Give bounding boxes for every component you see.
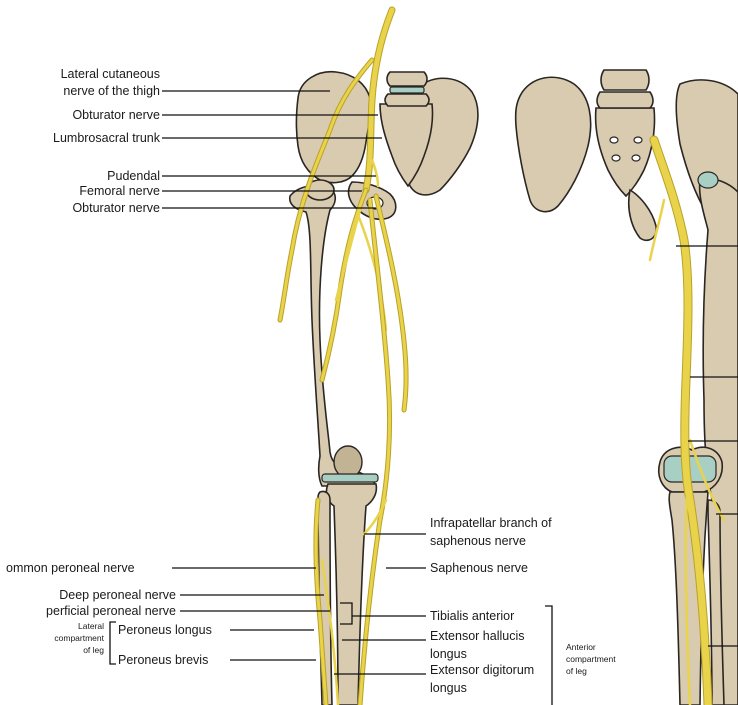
label-anterior-compartment-1: Anterior xyxy=(566,642,596,652)
knee-cartilage xyxy=(322,474,378,482)
label-lateral-compartment-1: Lateral xyxy=(78,621,104,631)
label-anterior-compartment-2: compartment xyxy=(566,654,616,664)
label-lateral-cutaneous-2: nerve of the thigh xyxy=(63,84,160,98)
disc xyxy=(390,87,424,93)
sacral-foramen-4 xyxy=(632,155,640,161)
lumbar-vertebra-1 xyxy=(387,72,427,86)
sacral-foramen-1 xyxy=(610,137,618,143)
label-infrapatellar-1: Infrapatellar branch of xyxy=(430,516,552,530)
label-superficial-peroneal: perficial peroneal nerve xyxy=(46,604,176,618)
posterior-vertebra-1 xyxy=(601,70,649,90)
label-peroneus-brevis: Peroneus brevis xyxy=(118,653,208,667)
label-extensor-hallucis-1: Extensor hallucis xyxy=(430,629,525,643)
label-extensor-digitorum-1: Extensor digitorum xyxy=(430,663,534,677)
posterior-vertebra-2 xyxy=(597,92,653,108)
label-obturator-nerve-bottom: Obturator nerve xyxy=(72,201,160,215)
label-lumbrosacral-trunk: Lumbrosacral trunk xyxy=(53,131,161,145)
label-saphenous: Saphenous nerve xyxy=(430,561,528,575)
posterior-ischium xyxy=(629,190,657,240)
label-lateral-compartment-3: of leg xyxy=(83,645,104,655)
posterior-left-ilium xyxy=(516,77,591,211)
sacral-foramen-3 xyxy=(612,155,620,161)
label-lateral-cutaneous-1: Lateral cutaneous xyxy=(61,67,160,81)
label-pudendal: Pudendal xyxy=(107,169,160,183)
patella xyxy=(334,446,362,478)
label-peroneus-longus: Peroneus longus xyxy=(118,623,212,637)
label-tibialis-anterior: Tibialis anterior xyxy=(430,609,514,623)
label-obturator-nerve-top: Obturator nerve xyxy=(72,108,160,122)
femoral-branch-a xyxy=(336,210,360,300)
pudendal-nerve xyxy=(372,160,378,186)
label-infrapatellar-2: saphenous nerve xyxy=(430,534,526,548)
label-anterior-compartment-3: of leg xyxy=(566,666,587,676)
label-extensor-digitorum-2: longus xyxy=(430,681,467,695)
posterior-femoral-head xyxy=(698,172,718,188)
label-common-peroneal: ommon peroneal nerve xyxy=(6,561,135,575)
label-femoral-nerve: Femoral nerve xyxy=(79,184,160,198)
posterior-sacrum xyxy=(596,108,655,196)
label-deep-peroneal: Deep peroneal nerve xyxy=(59,588,176,602)
sacral-foramen-2 xyxy=(634,137,642,143)
label-extensor-hallucis-2: longus xyxy=(430,647,467,661)
lumbar-vertebra-2 xyxy=(385,94,429,106)
label-lateral-compartment-2: compartment xyxy=(54,633,104,643)
